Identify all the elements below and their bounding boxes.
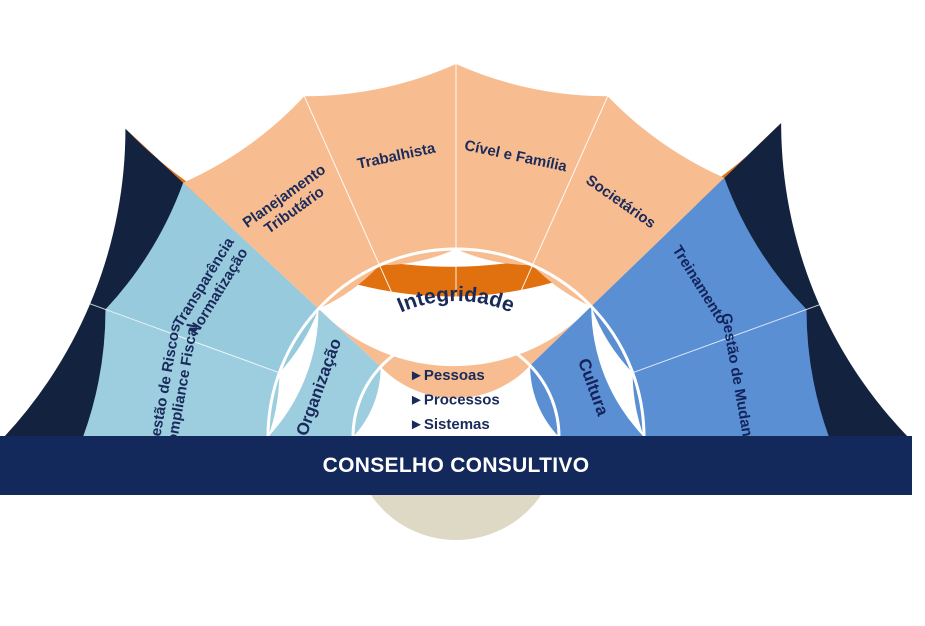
divider-lines — [31, 0, 881, 438]
inner-ring — [268, 306, 644, 437]
ring-rim — [266, 247, 646, 438]
sub-segment-ring — [83, 64, 829, 437]
sub-segment-1 — [83, 309, 280, 437]
outer-label-juridico: Jurídico — [414, 13, 499, 38]
divider-line — [271, 23, 415, 344]
inner-segment-1 — [268, 308, 381, 437]
sub-segment-8 — [632, 309, 829, 437]
divider-line — [31, 281, 280, 374]
sub-segment-7 — [591, 177, 807, 373]
core-item: ►Sistemas — [409, 416, 490, 433]
core-item: ►Processos — [409, 391, 500, 408]
inner-segment-3 — [530, 306, 644, 437]
outer-segment-governanca — [4, 128, 184, 438]
sub-segment-3 — [183, 96, 380, 309]
sub-segment-5 — [456, 64, 608, 266]
base-bar: CONSELHO CONSULTIVO — [0, 436, 912, 495]
core-item: ►Pessoas — [409, 367, 485, 384]
base-label: CONSELHO CONSULTIVO — [322, 453, 590, 477]
inner-segment-2 — [318, 306, 592, 399]
sub-segment-4 — [304, 64, 456, 266]
sub-segment-2 — [105, 182, 319, 373]
outer-segment-conhecimento — [724, 123, 908, 437]
ring-rim — [351, 332, 561, 438]
sub-segment-6 — [532, 96, 725, 307]
divider-line — [632, 281, 881, 374]
divider-line — [497, 23, 641, 344]
